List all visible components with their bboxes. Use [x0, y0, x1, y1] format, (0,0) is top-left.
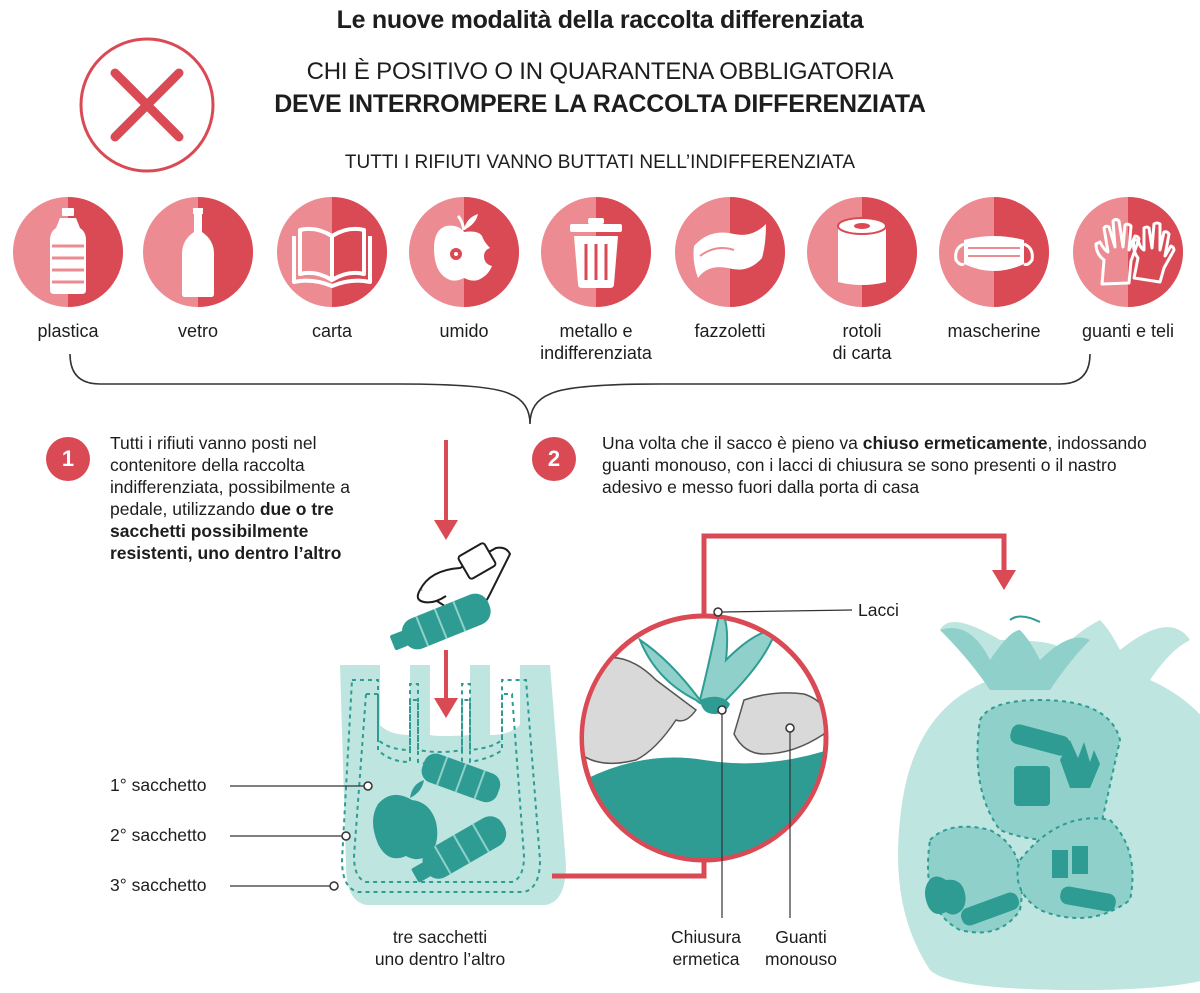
- forbidden-x-icon: [79, 37, 215, 173]
- category-fazzoletti: fazzoletti: [660, 196, 800, 342]
- step-1-text-bold: due o tre sacchetti possibilmente resist…: [110, 499, 342, 563]
- step-1-badge: 1: [46, 437, 90, 481]
- label-lacci: Lacci: [858, 600, 899, 620]
- step-2-text-regular: Una volta che il sacco è pieno va: [602, 433, 863, 453]
- header-line-1: CHI È POSITIVO O IN QUARANTENA OBBLIGATO…: [306, 58, 894, 85]
- grouping-brace: [69, 353, 1091, 425]
- category-label: rotoli di carta: [832, 321, 892, 363]
- category-guanti: guanti e teli: [1058, 196, 1198, 342]
- book-icon: [277, 197, 387, 307]
- closed-garbage-bag: [898, 615, 1200, 990]
- category-vetro: vetro: [128, 196, 268, 342]
- category-label: vetro: [177, 321, 219, 341]
- step-1-text: Tutti i rifiuti vanno posti nel contenit…: [110, 432, 360, 564]
- bag-label-1: 1° sacchetto: [110, 775, 207, 795]
- category-plastica: plastica: [0, 196, 138, 342]
- arrow-down-2: [434, 650, 458, 718]
- three-bags-illustration: [230, 665, 566, 905]
- glass-bottle-icon: [143, 197, 253, 307]
- mask-icon: [939, 197, 1049, 307]
- category-rotoli: rotoli di carta: [792, 196, 932, 364]
- paper-roll-icon: [807, 197, 917, 307]
- step-2-text-regular-end: , indossando guanti monouso, con i lacci…: [602, 433, 1147, 497]
- waste-categories: plastica vetro carta: [0, 196, 1200, 366]
- closure-detail-circle: [579, 607, 853, 918]
- infographic-title: Le nuove modalità della raccolta differe…: [336, 6, 864, 34]
- step-2-text-bold: chiuso ermeticamente: [862, 433, 1048, 453]
- hand-with-bottle: [390, 542, 512, 651]
- header-line-2: DEVE INTERROMPERE LA RACCOLTA DIFFERENZI…: [274, 90, 926, 118]
- bag-label-2: 2° sacchetto: [110, 825, 207, 845]
- category-mascherine: mascherine: [924, 196, 1064, 342]
- gloves-icon: [1073, 197, 1183, 307]
- category-label: fazzoletti: [694, 321, 766, 341]
- bag-label-3: 3° sacchetto: [110, 875, 207, 895]
- category-umido: umido: [394, 196, 534, 342]
- category-label: mascherine: [947, 321, 1041, 341]
- step-2-text: Una volta che il sacco è pieno va chiuso…: [602, 432, 1162, 498]
- apple-icon: [409, 197, 519, 307]
- plastic-bottle-icon: [13, 197, 123, 307]
- category-carta: carta: [262, 196, 402, 342]
- tissue-icon: [675, 197, 785, 307]
- category-label: guanti e teli: [1081, 321, 1175, 341]
- trash-bin-icon: [541, 197, 651, 307]
- label-guanti-monouso: Guanti monouso: [765, 927, 837, 969]
- step-1-text-regular: Tutti i rifiuti vanno posti nel contenit…: [110, 433, 350, 519]
- category-metallo: metallo e indifferenziata: [526, 196, 666, 364]
- arrow-down-1: [434, 440, 458, 540]
- label-chiusura-ermetica: Chiusura ermetica: [670, 927, 742, 969]
- subtitle: TUTTI I RIFIUTI VANNO BUTTATI NELL’INDIF…: [344, 152, 856, 173]
- bag-caption: tre sacchetti uno dentro l’altro: [374, 927, 506, 969]
- category-label: carta: [311, 321, 353, 341]
- category-label: umido: [439, 321, 489, 341]
- step-2-badge: 2: [532, 437, 576, 481]
- category-label: plastica: [37, 321, 99, 341]
- category-label: metallo e indifferenziata: [540, 321, 652, 363]
